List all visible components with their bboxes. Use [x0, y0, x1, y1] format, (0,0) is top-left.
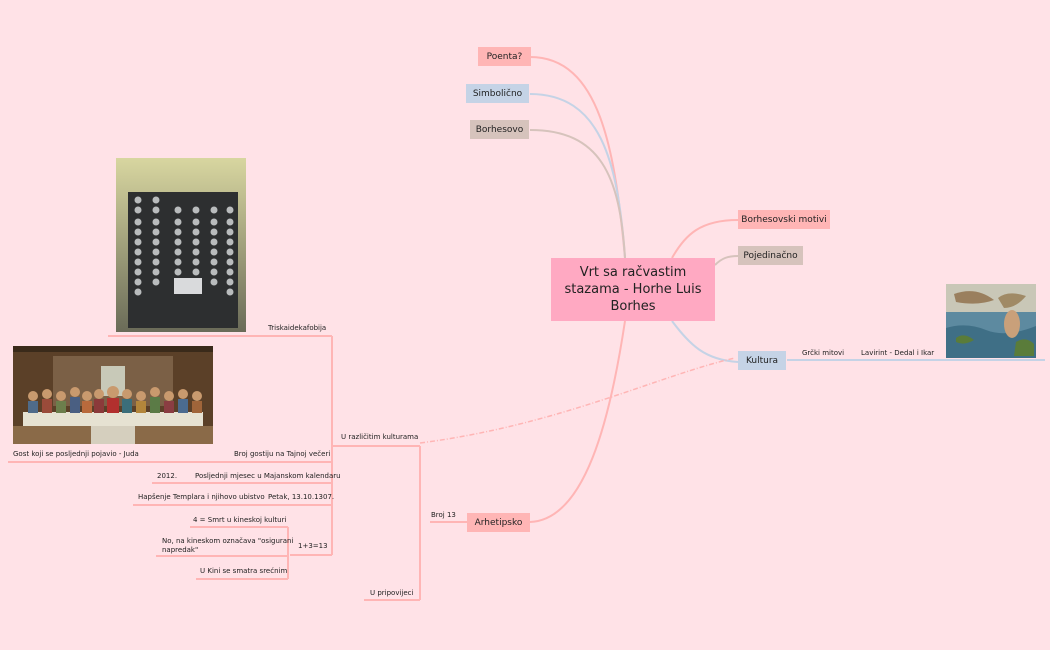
leaf-tajna-vecera[interactable]: Broj gostiju na Tajnoj večeri	[234, 450, 331, 458]
leaf-petak[interactable]: Petak, 13.10.1307.	[268, 493, 335, 501]
subtopic-grcki-mitovi[interactable]: Grčki mitovi	[802, 349, 845, 357]
leaf-kineski-zbir[interactable]: 1+3=13	[298, 542, 328, 550]
topic-simbolicno-label: Simbolično	[472, 88, 523, 99]
topic-poenta-label: Poenta?	[486, 51, 523, 62]
leaf-triskaidekafobija[interactable]: Triskaidekafobija	[268, 324, 327, 332]
elevator-buttons-illustration	[116, 158, 246, 332]
topic-kultura[interactable]: Kultura	[738, 351, 786, 370]
topic-borhesovski-motivi[interactable]: Borhesovski motivi	[738, 210, 830, 229]
topic-kultura-label: Kultura	[745, 355, 779, 366]
topic-pojedinacno[interactable]: Pojedinačno	[738, 246, 803, 265]
leaf-gost-juda[interactable]: Gost koji se posljednji pojavio - Juda	[13, 450, 139, 458]
leaf-majanski-kalendar[interactable]: Posljednji mjesec u Majanskom kalendaru	[195, 472, 341, 480]
topic-simbolicno[interactable]: Simbolično	[466, 84, 529, 103]
subtopic-lavirint[interactable]: Lavirint - Dedal i Ikar	[861, 349, 935, 357]
topic-borhesovo[interactable]: Borhesovo	[470, 120, 529, 139]
central-title-line-3: Borhes	[610, 299, 656, 314]
leaf-broj-13[interactable]: Broj 13	[431, 511, 456, 519]
topic-motivi-label: Borhesovski motivi	[741, 214, 827, 225]
icarus-painting-image	[946, 284, 1036, 358]
central-title-line-2: stazama - Horhe Luis	[564, 282, 702, 297]
last-supper-illustration	[13, 346, 213, 444]
leaf-u-razlicitim-kulturama[interactable]: U različitim kulturama	[341, 433, 419, 441]
topic-arhetipsko-label: Arhetipsko	[474, 517, 523, 528]
last-supper-painting-image	[13, 346, 213, 444]
leaf-templari[interactable]: Hapšenje Templara i njihovo ubistvo	[138, 493, 265, 501]
leaf-2012[interactable]: 2012.	[157, 472, 178, 480]
topic-borhesovo-label: Borhesovo	[475, 124, 524, 135]
topic-poenta[interactable]: Poenta?	[478, 47, 531, 66]
central-topic[interactable]: Vrt sa račvastim stazama - Horhe Luis Bo…	[551, 258, 715, 321]
elevator-buttons-image	[116, 158, 246, 332]
leaf-napredak-line-2[interactable]: napredak"	[162, 546, 199, 554]
topic-pojedinacno-label: Pojedinačno	[743, 250, 798, 261]
icarus-painting-illustration	[946, 284, 1036, 358]
leaf-napredak-line-1[interactable]: No, na kineskom označava "osigurani	[162, 537, 294, 545]
leaf-u-pripovijeci[interactable]: U pripovijeci	[370, 589, 414, 597]
leaf-smrt-kineska[interactable]: 4 = Smrt u kineskoj kulturi	[193, 516, 287, 524]
leaf-u-kini-srecnim[interactable]: U Kini se smatra srećnim	[200, 567, 288, 575]
topic-arhetipsko[interactable]: Arhetipsko	[467, 513, 530, 532]
central-title-line-1: Vrt sa račvastim	[579, 265, 687, 280]
